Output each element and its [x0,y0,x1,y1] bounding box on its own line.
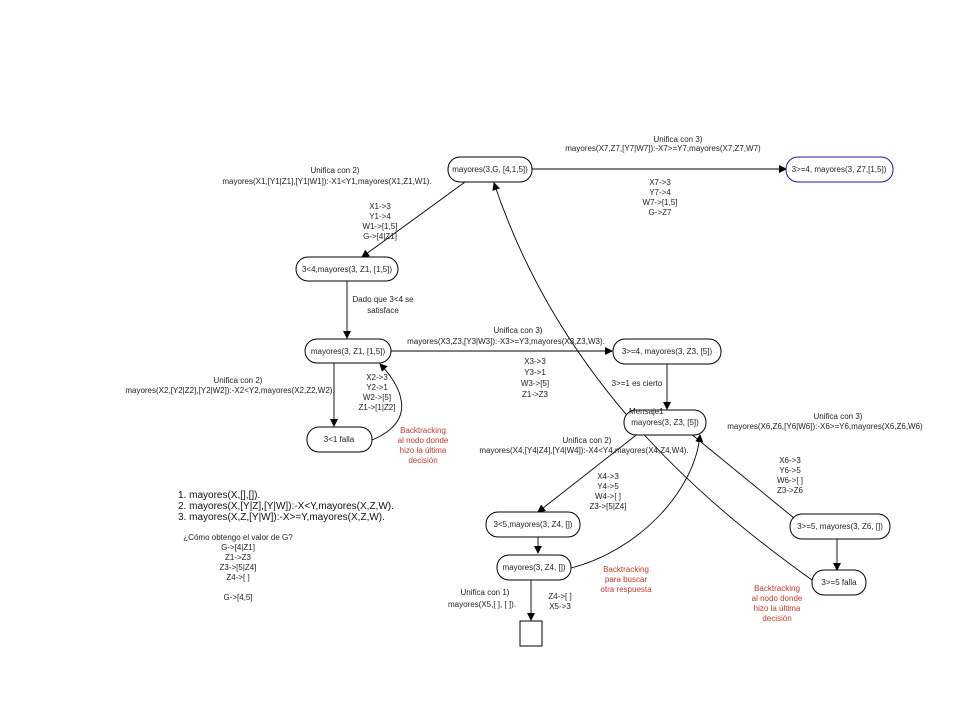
label-low-r3-sub: W6->[ ] [777,476,803,485]
label-r1-sub: X5->3 [549,602,571,611]
label-low-r2-clause: mayores(X4,[Y4|Z4],[Y4|W4]):-X4<Y4,mayor… [479,446,688,455]
label-low-r2-sub: W4->[ ] [595,492,621,501]
label-mid-r2-sub: W2->[5] [363,393,391,402]
backtrack-label-2: Backtracking [603,565,649,574]
question-result: G->[4,5] [223,593,252,602]
label-low-r2-sub: Z3->[5|Z4] [590,502,627,511]
label-low-r2-title: Unifica con 2) [563,436,612,445]
backtrack-arrow-1 [371,363,402,441]
label-mid-r3-sub: X3->3 [524,357,546,366]
node-ge5: 3>=5, mayores(3, Z6, []) [789,513,891,540]
label-mid-r2-sub: X2->3 [366,373,388,382]
question-line: Z1->Z3 [225,553,252,562]
node-lt5: 3<5,mayores(3, Z4, []) [485,511,581,538]
label-low-r3-clause: mayores(X6,Z6,[Y6|W6]):-X6>=Y6,mayores(X… [727,422,923,431]
label-r1-title: Unifica con 1) [461,588,510,597]
label-top-r3-clause: mayores(X7,Z7,[Y7|W7]):-X7>=Y7,mayores(X… [565,144,761,153]
svg-text:3>=5 falla: 3>=5 falla [821,578,857,587]
label-cierto: 3>=1 es cierto [612,379,663,388]
backtrack-label-3: al nodo donde [752,594,803,603]
svg-text:3<1 falla: 3<1 falla [324,435,355,444]
label-mid-r2-title: Unifica con 2) [214,376,263,385]
node-fail1: 3<1 falla [306,426,373,453]
label-top-r3-sub: G->Z7 [649,208,672,217]
backtrack-label-3: hizo la última [754,604,801,613]
edge-z3-to-lt5 [537,431,641,513]
svg-text:3<4,mayores(3, Z1, [1,5]): 3<4,mayores(3, Z1, [1,5]) [302,265,392,274]
label-mid-r2-sub: Y2->1 [366,383,388,392]
label-top-r3-sub: X7->3 [649,178,671,187]
label-r1-clause: mayores(X5,[ ], [ ]). [448,600,516,609]
label-low-r3-sub: Y6->5 [779,466,801,475]
label-top-r2-clause: mayores(X1,[Y1|Z1],[Y1|W1]):-X1<Y1,mayor… [222,177,431,186]
backtrack-label-1: hizo la última [400,446,447,455]
backtrack-label-1: decisión [408,456,437,465]
node-root: mayores(3,G, [4,1,5]) [447,156,533,183]
label-mid-r2-sub: Z1->[1|Z2] [359,403,396,412]
label-top-r2-title: Unifica con 2) [311,166,360,175]
svg-text:mayores(3, Z4, []): mayores(3, Z4, []) [502,563,565,572]
node-lt4: 3<4,mayores(3, Z1, [1,5]) [295,256,399,282]
label-mid-r3-title: Unifica con 3) [494,326,543,335]
label-top-r2-sub: X1->3 [369,202,391,211]
label-mid-r3-sub: Z1->Z3 [522,390,549,399]
label-top-r3-sub: Y7->4 [649,188,671,197]
svg-text:mayores(3, Z3, [5]): mayores(3, Z3, [5]) [631,418,699,427]
rule-2: 2. mayores(X,[Y|Z],[Y|W]):-X<Y,mayores(X… [178,501,394,512]
label-mid-r3-clause: mayores(X3,Z3,[Y3|W3]):-X3>=Y3,mayores(X… [407,337,605,346]
svg-text:3>=5, mayores(3, Z6, []): 3>=5, mayores(3, Z6, []) [797,522,883,531]
node-z4: mayores(3, Z4, []) [496,554,572,581]
label-top-r3-sub: W7->[1,5] [643,198,678,207]
question-line: G->[4|Z1] [221,543,255,552]
svg-text:3>=4, mayores(3, Z7,[1,5]): 3>=4, mayores(3, Z7,[1,5]) [792,165,887,174]
label-mid-r3-sub: Y3->1 [524,368,546,377]
node-z3: mayores(3, Z3, [5]) [623,409,707,436]
question-line: Z3->[5|Z4] [220,563,257,572]
edge-root-to-lt4 [361,181,466,258]
rule-1: 1. mayores(X,[],[]). [178,490,260,501]
label-mid-r3-sub: W3->[5] [521,379,549,388]
label-low-r2-sub: X4->3 [597,472,619,481]
label-dado-2: satisface [367,306,399,315]
svg-text:mayores(3,G, [4,1,5]): mayores(3,G, [4,1,5]) [452,165,528,174]
label-low-r3-sub: X6->3 [779,456,801,465]
svg-text:mayores(3, Z1, [1,5]): mayores(3, Z1, [1,5]) [311,347,386,356]
label-r1-sub: Z4->[ ] [548,592,571,601]
backtrack-label-3: decisión [762,614,791,623]
node-label-mensaje: Mensaje1 [629,407,664,416]
node-z1: mayores(3, Z1, [1,5]) [304,338,392,364]
node-r3-top: 3>=4, mayores(3, Z7,[1,5]) [785,156,894,183]
label-low-r2-sub: Y4->5 [597,482,619,491]
edge-z3-to-ge5 [689,432,801,524]
question-line: Z4->[ ] [226,573,249,582]
node-ge4: 3>=4, mayores(3, Z3, [5]) [612,338,722,365]
backtrack-label-1: Backtracking [400,426,446,435]
label-top-r3-title: Unifica con 3) [654,135,703,144]
svg-text:3<5,mayores(3, Z4, []): 3<5,mayores(3, Z4, []) [494,520,573,529]
label-low-r3-sub: Z3->Z6 [777,486,804,495]
backtrack-label-2: para buscar [605,575,648,584]
label-top-r2-sub: Y1->4 [369,212,391,221]
label-mid-r2-clause: mayores(X2,[Y2|Z2],[Y2|W2]):-X2<Y2,mayor… [125,386,334,395]
backtrack-arrow-2 [570,434,704,569]
node-fail2: 3>=5 falla [811,569,867,596]
backtrack-label-1: al nodo donde [398,436,449,445]
label-top-r2-sub: W1->[1,5] [363,222,398,231]
backtrack-label-3: Backtracking [754,584,800,593]
node-empty-success [519,620,543,647]
label-low-r3-title: Unifica con 3) [814,412,863,421]
question-title: ¿Cómo obtengo el valor de G? [183,533,293,542]
label-dado-1: Dado que 3<4 se [352,295,414,304]
label-top-r2-sub: G->[4|Z1] [363,232,397,241]
svg-text:3>=4, mayores(3, Z3, [5]): 3>=4, mayores(3, Z3, [5]) [622,347,713,356]
backtrack-label-2: otra respuesta [600,585,652,594]
rule-3: 3. mayores(X,Z,[Y|W]):-X>=Y,mayores(X,Z,… [178,512,385,523]
